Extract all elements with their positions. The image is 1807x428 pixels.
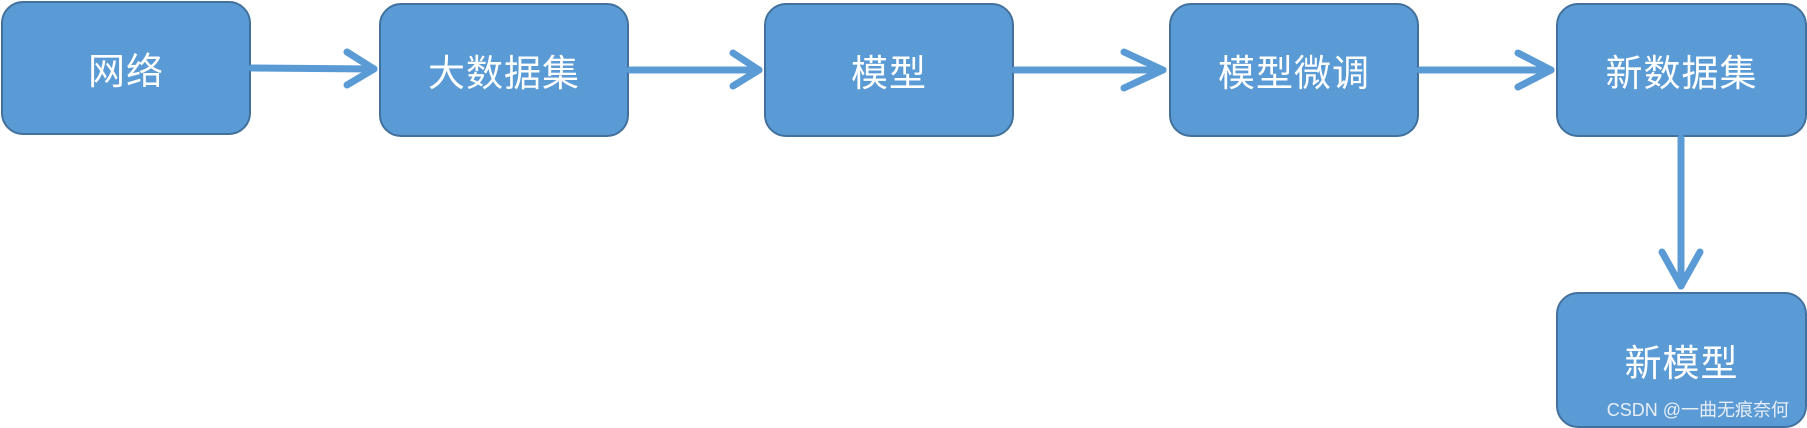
- node-model-label: 模型: [851, 52, 927, 95]
- node-network-label: 网络: [88, 50, 164, 93]
- node-network: 网络: [1, 1, 251, 135]
- node-new-model-label: 新模型: [1624, 342, 1739, 385]
- node-new-dataset-label: 新数据集: [1605, 52, 1758, 95]
- node-model-finetune-label: 模型微调: [1218, 52, 1370, 95]
- node-new-dataset: 新数据集: [1556, 3, 1807, 137]
- node-big-dataset: 大数据集: [379, 3, 629, 137]
- node-model-finetune: 模型微调: [1169, 3, 1419, 137]
- node-new-model: 新模型: [1556, 292, 1807, 428]
- watermark: CSDN @一曲无痕奈何: [1606, 400, 1789, 420]
- arrow-model-to-finetune: [1011, 48, 1167, 92]
- arrow-new-dataset-to-new-model: [1658, 134, 1704, 290]
- arrow-finetune-to-new-dataset: [1416, 49, 1555, 91]
- node-big-dataset-label: 大数据集: [428, 52, 580, 95]
- node-model: 模型: [764, 3, 1014, 137]
- arrow-network-to-big-dataset: [248, 48, 378, 89]
- arrow-big-dataset-to-model: [626, 49, 763, 90]
